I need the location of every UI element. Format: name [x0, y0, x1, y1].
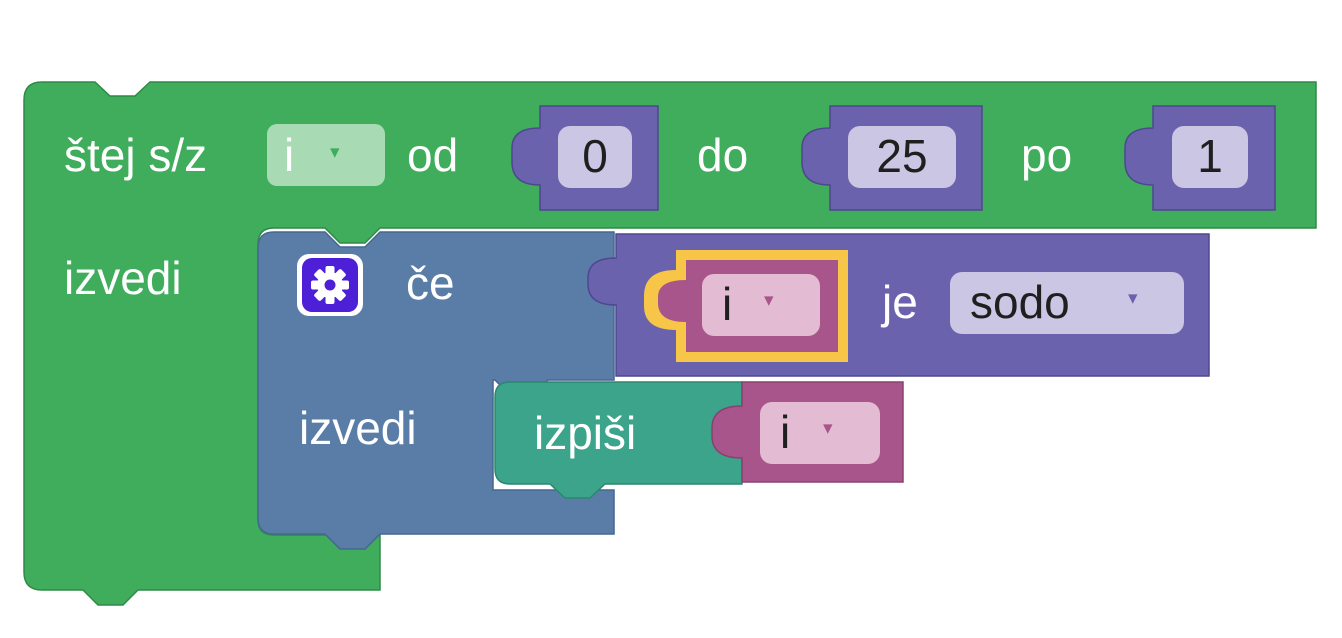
- property-chevron-down-icon: ▾: [1128, 288, 1138, 309]
- if-label: če: [406, 257, 455, 309]
- print-block-body[interactable]: [494, 381, 743, 499]
- to-number-field[interactable]: [848, 126, 956, 188]
- gear-icon: [311, 266, 349, 304]
- property-dropdown-value: sodo: [970, 276, 1070, 328]
- number-property-block[interactable]: i ▾ je sodo ▾: [587, 233, 1210, 377]
- count-loop-block-body[interactable]: [23, 81, 1317, 606]
- if-block[interactable]: če izvedi: [257, 231, 615, 550]
- loop-do-label: izvedi: [64, 252, 182, 304]
- condition-variable-block[interactable]: i ▾: [644, 250, 848, 362]
- loop-variable-value: i: [284, 129, 294, 181]
- by-number-field[interactable]: [1172, 126, 1248, 188]
- by-number-value: 1: [1197, 130, 1223, 182]
- property-dropdown-bg[interactable]: [950, 272, 1184, 334]
- print-label: izpiši: [534, 407, 636, 459]
- print-block[interactable]: izpiši i ▾: [494, 381, 904, 499]
- print-variable-chevron-down-icon: ▾: [823, 418, 833, 439]
- count-loop-block[interactable]: štej s/z i ▾ od 0 do 25 po 1 izvedi: [23, 81, 1317, 606]
- loop-to-label: do: [697, 129, 748, 181]
- loop-variable-dropdown-bg[interactable]: [267, 124, 385, 186]
- by-number-block[interactable]: 1: [1124, 105, 1276, 211]
- condition-variable-chevron-down-icon: ▾: [764, 290, 774, 311]
- loop-variable-dropdown[interactable]: i ▾: [267, 124, 385, 186]
- condition-variable-value: i: [722, 278, 732, 330]
- from-number-block[interactable]: 0: [511, 105, 659, 211]
- condition-is-label: je: [880, 276, 918, 328]
- loop-from-label: od: [407, 129, 458, 181]
- if-settings-button[interactable]: [297, 254, 363, 316]
- print-variable-value: i: [780, 406, 790, 458]
- loop-label: štej s/z: [64, 129, 207, 181]
- loop-variable-chevron-down-icon: ▾: [330, 142, 340, 163]
- to-number-value: 25: [876, 130, 927, 182]
- print-variable-dropdown[interactable]: [760, 402, 880, 464]
- loop-by-label: po: [1021, 129, 1072, 181]
- from-number-value: 0: [582, 130, 608, 182]
- condition-variable-dropdown[interactable]: [702, 274, 820, 336]
- from-number-field[interactable]: [558, 126, 632, 188]
- print-variable-block[interactable]: i ▾: [711, 381, 904, 483]
- if-do-label: izvedi: [299, 402, 417, 454]
- property-dropdown[interactable]: sodo ▾: [950, 272, 1184, 334]
- to-number-block[interactable]: 25: [801, 105, 983, 211]
